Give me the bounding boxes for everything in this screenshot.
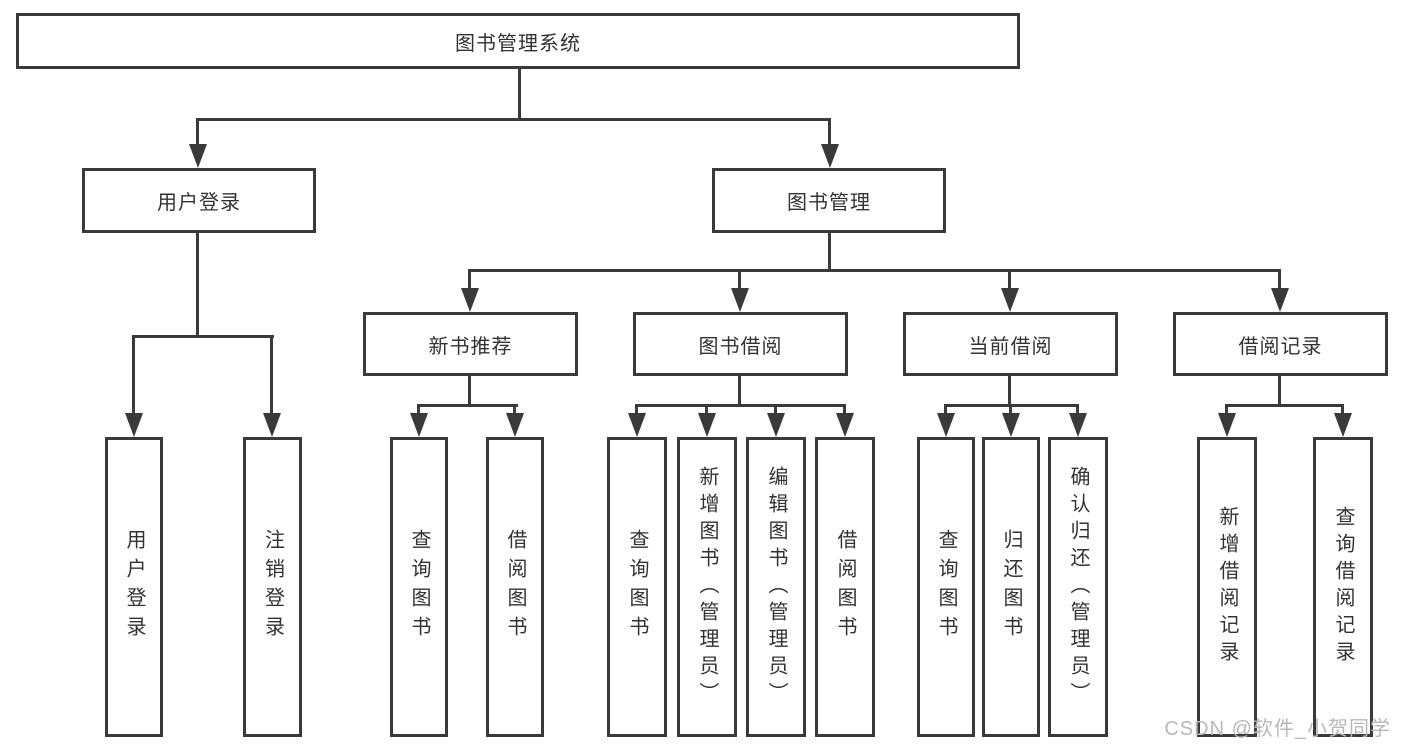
node-label: 图书借阅	[698, 335, 783, 358]
leaf-query-books-current: 查询图书	[917, 437, 975, 737]
leaf-label: 确认归还（管理员）	[1067, 465, 1089, 709]
node-borrow-records: 借阅记录	[1173, 312, 1388, 376]
arrowhead-query-books-borrow	[628, 413, 646, 437]
edge-drop-query-borrow-record	[1341, 404, 1344, 415]
leaf-label: 注销登录	[261, 529, 284, 645]
arrowhead-add-borrow-record	[1218, 413, 1236, 437]
edge-drop-borrow-books-recommend	[513, 404, 516, 415]
edge-new-book-recommend-stem	[468, 374, 471, 406]
node-label: 图书管理	[787, 192, 871, 214]
arrowhead-borrow-books	[836, 413, 854, 437]
leaf-label: 归还图书	[1000, 529, 1022, 645]
edge-user-login-branch	[132, 335, 274, 338]
edge-drop-add-books-admin	[705, 404, 708, 415]
leaf-return-books: 归还图书	[982, 437, 1040, 737]
edge-drop-book-management	[828, 118, 831, 146]
leaf-user-login: 用户登录	[105, 437, 163, 737]
node-label: 用户登录	[157, 192, 241, 214]
arrowhead-return-books	[1002, 413, 1020, 437]
edge-root-stem	[518, 66, 521, 120]
leaf-add-books-admin: 新增图书（管理员）	[677, 437, 737, 737]
edge-drop-query-books-recommend	[417, 404, 420, 415]
node-book-borrow: 图书借阅	[633, 312, 848, 376]
edge-drop-query-books-borrow	[635, 404, 638, 415]
node-library-management-system: 图书管理系统	[16, 13, 1020, 69]
arrowhead-query-books-recommend	[410, 413, 428, 437]
edge-borrow-records-stem	[1278, 374, 1281, 406]
arrowhead-new-book-recommend	[461, 288, 479, 312]
arrowhead-borrow-books-recommend	[506, 413, 524, 437]
edge-book-management-stem	[828, 231, 831, 271]
arrowhead-edit-books-admin	[767, 413, 785, 437]
leaf-label: 查询图书	[626, 529, 648, 645]
leaf-logout: 注销登录	[243, 437, 302, 737]
edge-borrow-records-branch	[1225, 404, 1344, 407]
leaf-borrow-books: 借阅图书	[815, 437, 875, 737]
edge-drop-leaf-logout	[270, 335, 273, 415]
leaf-label: 新增借阅记录	[1216, 506, 1238, 668]
leaf-label: 查询图书	[408, 529, 430, 645]
edge-book-borrow-stem	[738, 374, 741, 406]
leaf-edit-books-admin: 编辑图书（管理员）	[746, 437, 806, 737]
leaf-borrow-books-recommend: 借阅图书	[486, 437, 544, 737]
leaf-label: 新增图书（管理员）	[696, 465, 718, 709]
leaf-confirm-return-admin: 确认归还（管理员）	[1048, 437, 1108, 737]
leaf-label: 编辑图书（管理员）	[765, 465, 787, 709]
leaf-add-borrow-record: 新增借阅记录	[1197, 437, 1257, 737]
edge-drop-add-borrow-record	[1225, 404, 1228, 415]
edge-new-book-recommend-branch	[417, 404, 518, 407]
edge-drop-new-book-recommend	[468, 269, 471, 290]
arrowhead-current-borrow	[1001, 288, 1019, 312]
arrowhead-confirm-return	[1069, 413, 1087, 437]
leaf-label: 借阅图书	[504, 529, 526, 645]
leaf-label: 查询图书	[935, 529, 957, 645]
node-label: 新书推荐	[428, 335, 513, 358]
arrowhead-user-login	[189, 144, 207, 168]
node-label: 借阅记录	[1238, 335, 1323, 358]
leaf-label: 用户登录	[123, 529, 145, 645]
node-label: 当前借阅	[968, 335, 1053, 358]
leaf-query-borrow-record: 查询借阅记录	[1313, 437, 1373, 737]
node-book-management: 图书管理	[712, 168, 946, 233]
edge-drop-user-login	[196, 118, 199, 146]
node-label: 图书管理系统	[455, 32, 581, 55]
leaf-label: 查询借阅记录	[1332, 506, 1354, 668]
edge-drop-leaf-user-login	[132, 335, 135, 415]
edge-user-login-stem	[196, 231, 199, 337]
edge-drop-query-books-current	[944, 404, 947, 415]
edge-drop-return-books	[1009, 404, 1012, 415]
node-user-login: 用户登录	[82, 168, 316, 233]
csdn-watermark: CSDN @软件_小贺同学	[1164, 718, 1391, 740]
edge-drop-current-borrow	[1008, 269, 1011, 290]
edge-book-borrow-branch	[635, 404, 846, 407]
edge-drop-edit-books-admin	[774, 404, 777, 415]
arrowhead-add-books-admin	[698, 413, 716, 437]
arrowhead-query-books-current	[937, 413, 955, 437]
edge-current-borrow-stem	[1008, 374, 1011, 406]
arrowhead-book-borrow	[731, 288, 749, 312]
edge-book-management-branch	[468, 269, 1281, 272]
edge-root-branch	[196, 118, 831, 121]
arrowhead-borrow-records	[1271, 288, 1289, 312]
edge-drop-confirm-return	[1076, 404, 1079, 415]
arrowhead-leaf-user-login	[125, 413, 143, 437]
node-new-book-recommend: 新书推荐	[363, 312, 578, 376]
arrowhead-query-borrow-record	[1334, 413, 1352, 437]
node-current-borrow: 当前借阅	[903, 312, 1118, 376]
leaf-label: 借阅图书	[834, 529, 856, 645]
leaf-query-books-recommend: 查询图书	[390, 437, 448, 737]
arrowhead-leaf-logout	[263, 413, 281, 437]
edge-drop-borrow-records	[1278, 269, 1281, 290]
edge-drop-borrow-books	[843, 404, 846, 415]
leaf-query-books-borrow: 查询图书	[607, 437, 667, 737]
arrowhead-book-management	[821, 144, 839, 168]
edge-drop-book-borrow	[738, 269, 741, 290]
